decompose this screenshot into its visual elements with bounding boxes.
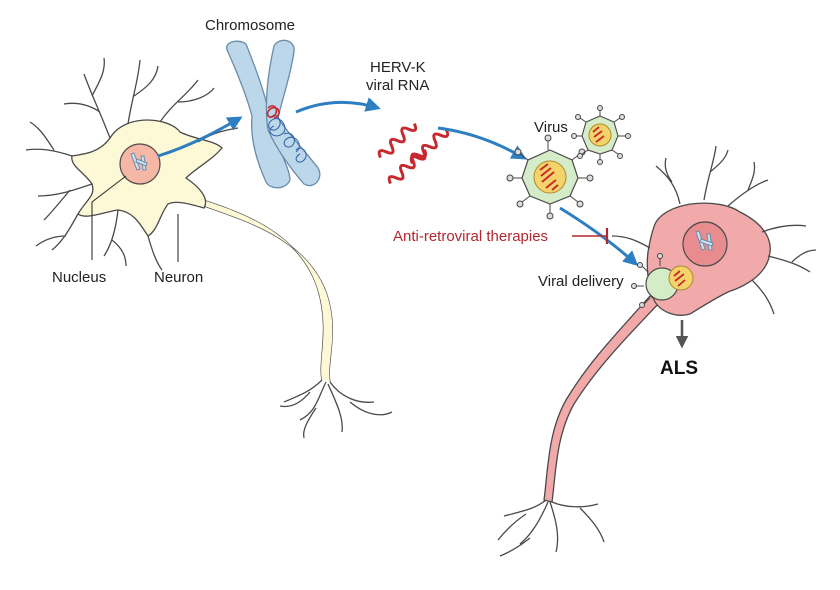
neuron-label: Neuron xyxy=(154,269,203,286)
chromosome-left-arm xyxy=(226,40,291,189)
virus-to-delivery-arrow xyxy=(559,206,639,267)
healthy-axon-terminals xyxy=(279,379,393,439)
anti-retroviral-therapies-label: Anti-retroviral therapies xyxy=(393,228,548,245)
als-label: ALS xyxy=(660,358,698,379)
diseased-axon xyxy=(543,295,662,503)
virus-small xyxy=(571,105,631,165)
diseased-nucleus-chromosomes xyxy=(695,230,714,251)
nucleus-label: Nucleus xyxy=(52,269,106,286)
virus-label: Virus xyxy=(534,119,568,136)
chromosome-dna-coil xyxy=(268,114,307,163)
rna-strand-3 xyxy=(409,129,450,165)
virus-large xyxy=(506,134,594,220)
healthy-nucleus-chromosomes xyxy=(130,152,148,171)
herv-k-viral-rna xyxy=(377,123,450,185)
rna-strand-1 xyxy=(377,123,418,159)
rna-strand-2 xyxy=(387,149,428,185)
herv-k-label-line1: HERV-K xyxy=(370,59,426,76)
diseased-neuron xyxy=(497,145,817,557)
rna-to-virus-arrow xyxy=(437,126,527,160)
healthy-neuron xyxy=(25,57,393,439)
chromosome xyxy=(226,39,321,189)
chromosome-right-arm xyxy=(265,39,321,187)
nucleus-leader-line xyxy=(91,175,127,260)
chromosome-herv-locus xyxy=(266,105,280,119)
nucleus-to-chromosome-arrow xyxy=(157,116,243,158)
chromosome-label: Chromosome xyxy=(205,17,295,34)
viral-delivery-label: Viral delivery xyxy=(538,273,624,290)
chromosome-to-rna-arrow xyxy=(295,97,381,114)
herv-k-label-line2: viral RNA xyxy=(366,77,429,94)
diseased-dendrites xyxy=(611,145,817,315)
anti-retroviral-inhibition xyxy=(572,228,609,244)
diseased-axon-terminals xyxy=(497,499,605,557)
fusing-virus xyxy=(631,253,694,308)
healthy-axon xyxy=(189,195,333,383)
